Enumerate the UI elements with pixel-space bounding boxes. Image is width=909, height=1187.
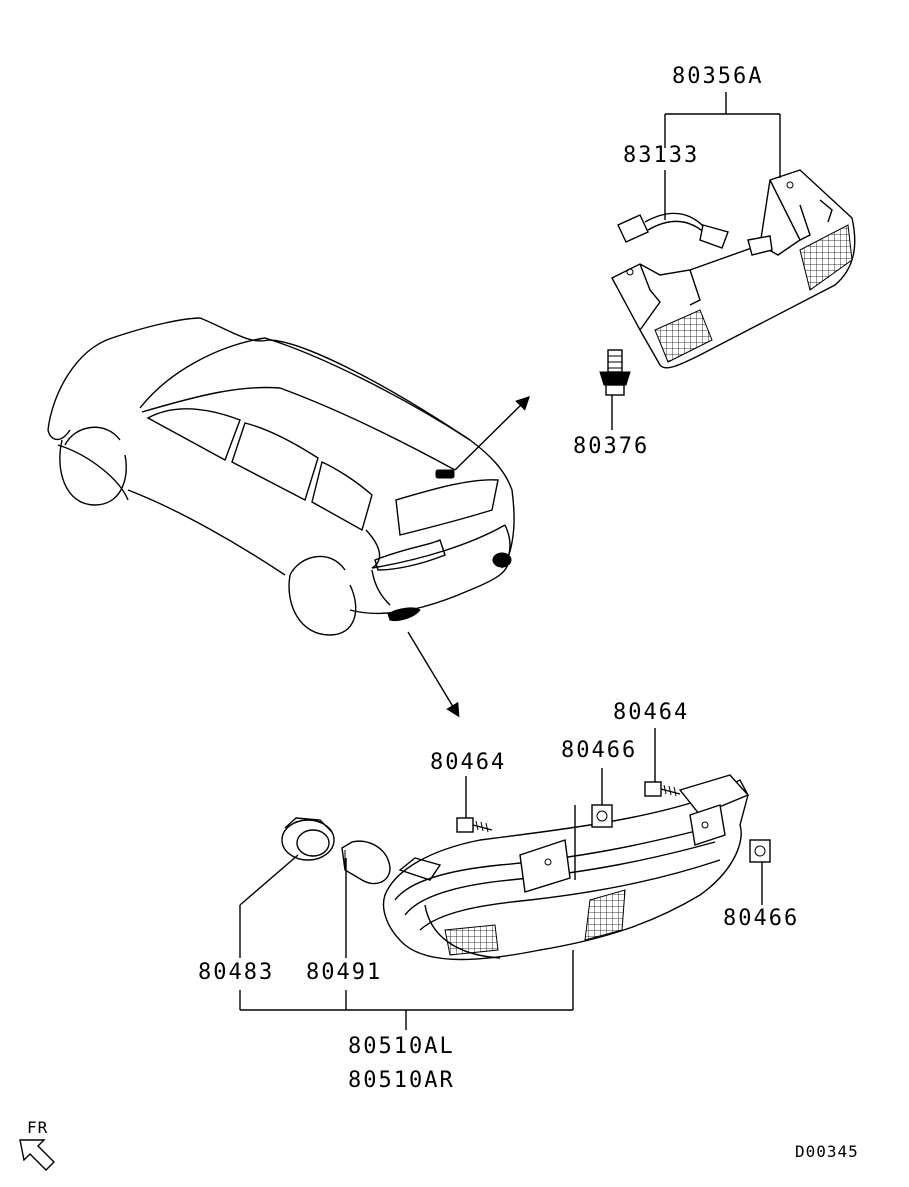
fr-arrow-icon xyxy=(19,1139,55,1171)
label-80376: 80376 xyxy=(573,434,650,459)
arrow-to-stop-lamp xyxy=(454,396,530,471)
label-80483: 80483 xyxy=(198,960,275,985)
bulb-socket-80483 xyxy=(281,817,335,861)
vehicle-outline xyxy=(47,317,515,636)
label-80510AR: 80510AR xyxy=(348,1068,455,1093)
bolt-80464-left xyxy=(456,817,493,833)
bolt-80464-right xyxy=(644,781,681,797)
high-mount-stop-lamp xyxy=(611,169,856,369)
label-83133: 83133 xyxy=(623,143,700,168)
label-80464-left: 80464 xyxy=(430,750,507,775)
label-80356A: 80356A xyxy=(672,64,764,89)
label-80510AL: 80510AL xyxy=(348,1034,455,1059)
label-80466-top: 80466 xyxy=(561,738,638,763)
label-fr: FR xyxy=(27,1118,49,1137)
leader-lines xyxy=(239,92,781,1030)
nut-80466-top xyxy=(591,804,613,828)
label-80464-right: 80464 xyxy=(613,700,690,725)
bulb-80491 xyxy=(341,840,391,885)
nut-80466-right xyxy=(749,839,771,863)
screw-80376 xyxy=(599,349,631,396)
label-80491: 80491 xyxy=(306,960,383,985)
label-80466-right: 80466 xyxy=(723,906,800,931)
arrow-to-rear-lamp xyxy=(407,631,460,718)
rear-combination-lamp xyxy=(382,774,750,961)
diagram-id: D00345 xyxy=(795,1142,859,1161)
